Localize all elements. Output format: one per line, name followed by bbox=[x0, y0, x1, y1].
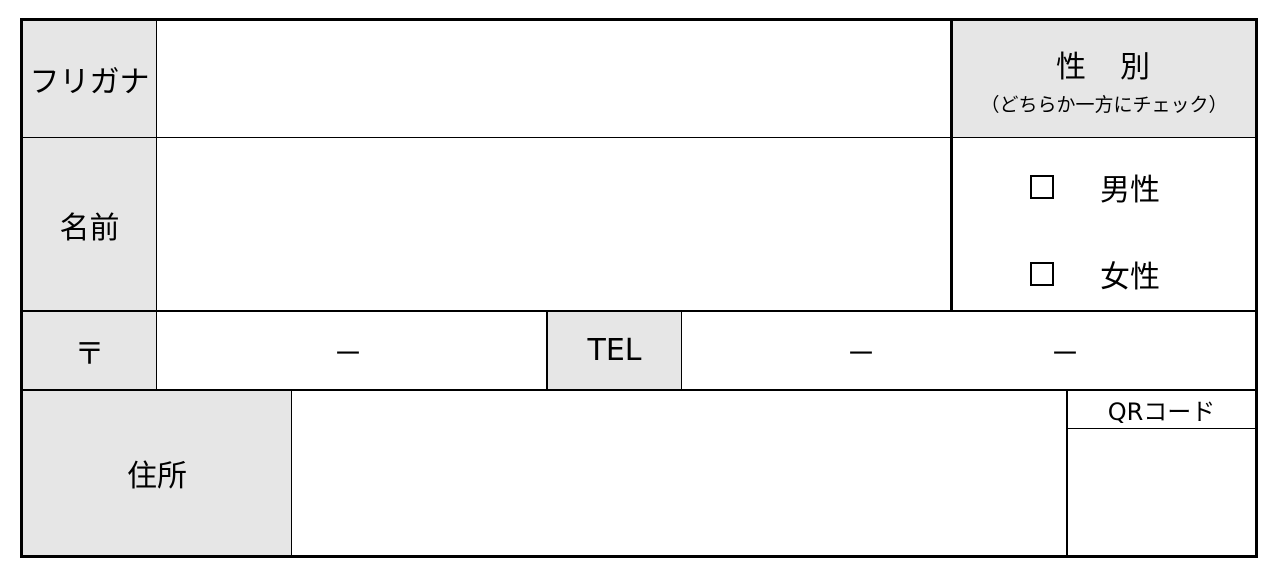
qr-label: QRコード bbox=[1107, 397, 1216, 426]
name-label: 名前 bbox=[59, 210, 120, 246]
row-line-3 bbox=[22, 389, 1255, 391]
qr-divider bbox=[1067, 428, 1255, 429]
address-label-cell: 住所 bbox=[22, 390, 292, 556]
male-label: 男性 bbox=[1100, 173, 1160, 208]
gender-option-male[interactable]: 男性 bbox=[1030, 165, 1160, 209]
row-line-2 bbox=[22, 310, 1255, 312]
gender-option-female[interactable]: 女性 bbox=[1030, 252, 1160, 296]
postal-label: 〒 bbox=[74, 336, 105, 372]
border-left bbox=[20, 18, 23, 558]
name-label-cell: 名前 bbox=[22, 138, 157, 311]
col-line-label bbox=[156, 20, 157, 390]
col-line-tel-left bbox=[546, 311, 548, 390]
gender-subtitle: （どちらか一方にチェック） bbox=[980, 93, 1228, 116]
tel-separator-1: － bbox=[846, 336, 876, 372]
col-line-address bbox=[291, 390, 292, 556]
address-label: 住所 bbox=[127, 459, 187, 494]
border-bottom bbox=[20, 555, 1258, 558]
gender-title: 性 別 bbox=[1056, 49, 1152, 85]
female-checkbox[interactable] bbox=[1030, 262, 1054, 286]
address-field[interactable] bbox=[292, 390, 1067, 556]
tel-separator-2: － bbox=[1050, 336, 1080, 372]
postal-field[interactable]: － bbox=[157, 311, 547, 390]
qr-label-cell: QRコード bbox=[1067, 390, 1256, 428]
furigana-label-cell: フリガナ bbox=[22, 20, 157, 138]
col-line-qr bbox=[1066, 390, 1068, 556]
postal-separator: － bbox=[333, 336, 363, 372]
tel-label-cell: TEL bbox=[547, 311, 682, 390]
col-line-gender bbox=[950, 20, 953, 311]
border-right bbox=[1255, 18, 1258, 558]
postal-label-cell: 〒 bbox=[22, 311, 157, 390]
furigana-field[interactable] bbox=[157, 20, 952, 138]
tel-field[interactable]: － － bbox=[682, 311, 1256, 390]
row-line-1 bbox=[22, 137, 1255, 138]
name-field[interactable] bbox=[157, 138, 952, 311]
border-top bbox=[20, 18, 1258, 21]
furigana-label: フリガナ bbox=[29, 65, 150, 100]
gender-header-cell: 性 別 （どちらか一方にチェック） bbox=[952, 20, 1256, 138]
male-checkbox[interactable] bbox=[1030, 175, 1054, 199]
tel-label: TEL bbox=[587, 333, 642, 368]
qr-code-field[interactable] bbox=[1067, 428, 1256, 556]
female-label: 女性 bbox=[1100, 260, 1160, 295]
col-line-tel-right bbox=[681, 311, 682, 390]
